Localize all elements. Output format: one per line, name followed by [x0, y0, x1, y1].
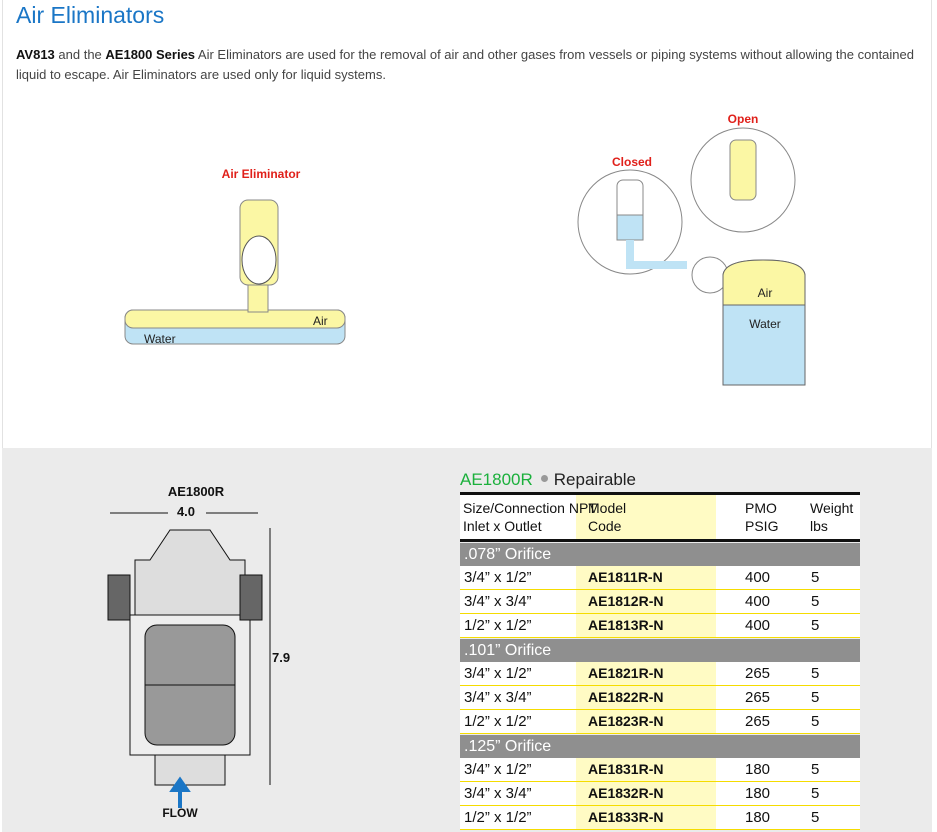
model-cell: AE1811R-N [588, 569, 663, 585]
orifice-group-header: .078” Orifice [460, 543, 860, 566]
size-cell: 3/4” x 1/2” [464, 569, 532, 586]
pmo-cell: 400 [745, 569, 771, 586]
size-cell: 1/2” x 1/2” [464, 809, 532, 826]
weight-cell: 5 [811, 569, 820, 586]
intro-text: AV813 and the AE1800 Series Air Eliminat… [16, 47, 914, 82]
svg-text:Air Eliminator: Air Eliminator [222, 167, 301, 181]
model-cell: AE1831R-N [588, 761, 664, 777]
table-row: 3/4” x 1/2” AE1831R-N 180 5 [460, 758, 860, 782]
size-cell: 3/4” x 1/2” [464, 665, 532, 682]
model-cell: AE1822R-N [588, 689, 664, 705]
table-row: 1/2” x 1/2” AE1813R-N 400 5 [460, 614, 860, 638]
weight-cell: 5 [811, 809, 820, 826]
svg-text:Water: Water [749, 317, 781, 331]
pmo-cell: 400 [745, 593, 771, 610]
table-row: 1/2” x 1/2” AE1833R-N 180 5 [460, 806, 860, 830]
size-cell: 3/4” x 3/4” [464, 785, 532, 802]
model-cell: AE1833R-N [588, 809, 664, 825]
weight-cell: 5 [811, 665, 820, 682]
weight-cell: 5 [811, 593, 820, 610]
svg-text:Closed: Closed [612, 155, 652, 169]
orifice-group-header: .125” Orifice [460, 735, 860, 758]
model-cell: AE1832R-N [588, 785, 664, 801]
size-cell: 3/4” x 3/4” [464, 689, 532, 706]
svg-text:4.0: 4.0 [177, 504, 195, 519]
model-cell: AE1812R-N [588, 593, 664, 609]
pmo-cell: 265 [745, 665, 771, 682]
pmo-cell: 265 [745, 713, 771, 730]
size-cell: 3/4” x 3/4” [464, 593, 532, 610]
svg-text:Air: Air [758, 286, 773, 300]
table-row: 3/4” x 3/4” AE1812R-N 400 5 [460, 590, 860, 614]
pipe-diagram: Air Eliminator Air Water [124, 167, 346, 346]
table-row: 3/4” x 1/2” AE1821R-N 265 5 [460, 662, 860, 686]
orifice-group-header: .101” Orifice [460, 639, 860, 662]
model-cell: AE1821R-N [588, 665, 664, 681]
weight-cell: 5 [811, 785, 820, 802]
pmo-cell: 400 [745, 617, 771, 634]
weight-cell: 5 [811, 689, 820, 706]
svg-text:AE1800R: AE1800R [168, 484, 225, 499]
table-row: 3/4” x 3/4” AE1832R-N 180 5 [460, 782, 860, 806]
size-cell: 1/2” x 1/2” [464, 617, 532, 634]
pmo-cell: 180 [745, 809, 771, 826]
table-row: 3/4” x 3/4” AE1822R-N 265 5 [460, 686, 860, 710]
tank-diagram: Open Closed Air Water [577, 112, 806, 386]
weight-cell: 5 [811, 617, 820, 634]
svg-text:7.9: 7.9 [272, 650, 290, 665]
model-cell: AE1813R-N [588, 617, 664, 633]
model-cell: AE1823R-N [588, 713, 664, 729]
size-cell: 1/2” x 1/2” [464, 713, 532, 730]
pmo-cell: 265 [745, 689, 771, 706]
page-title: Air Eliminators [16, 2, 165, 28]
table-row: 1/2” x 1/2” AE1823R-N 265 5 [460, 710, 860, 734]
weight-cell: 5 [811, 713, 820, 730]
weight-cell: 5 [811, 761, 820, 778]
svg-text:Open: Open [728, 112, 759, 126]
pmo-cell: 180 [745, 761, 771, 778]
svg-text:Air: Air [313, 314, 328, 328]
svg-text:Water: Water [144, 332, 176, 346]
pmo-cell: 180 [745, 785, 771, 802]
size-cell: 3/4” x 1/2” [464, 761, 532, 778]
dimension-drawing: AE1800R 4.0 7.9 FLOW [107, 484, 290, 820]
svg-text:FLOW: FLOW [162, 806, 198, 820]
table-row: 3/4” x 1/2” AE1811R-N 400 5 [460, 566, 860, 590]
